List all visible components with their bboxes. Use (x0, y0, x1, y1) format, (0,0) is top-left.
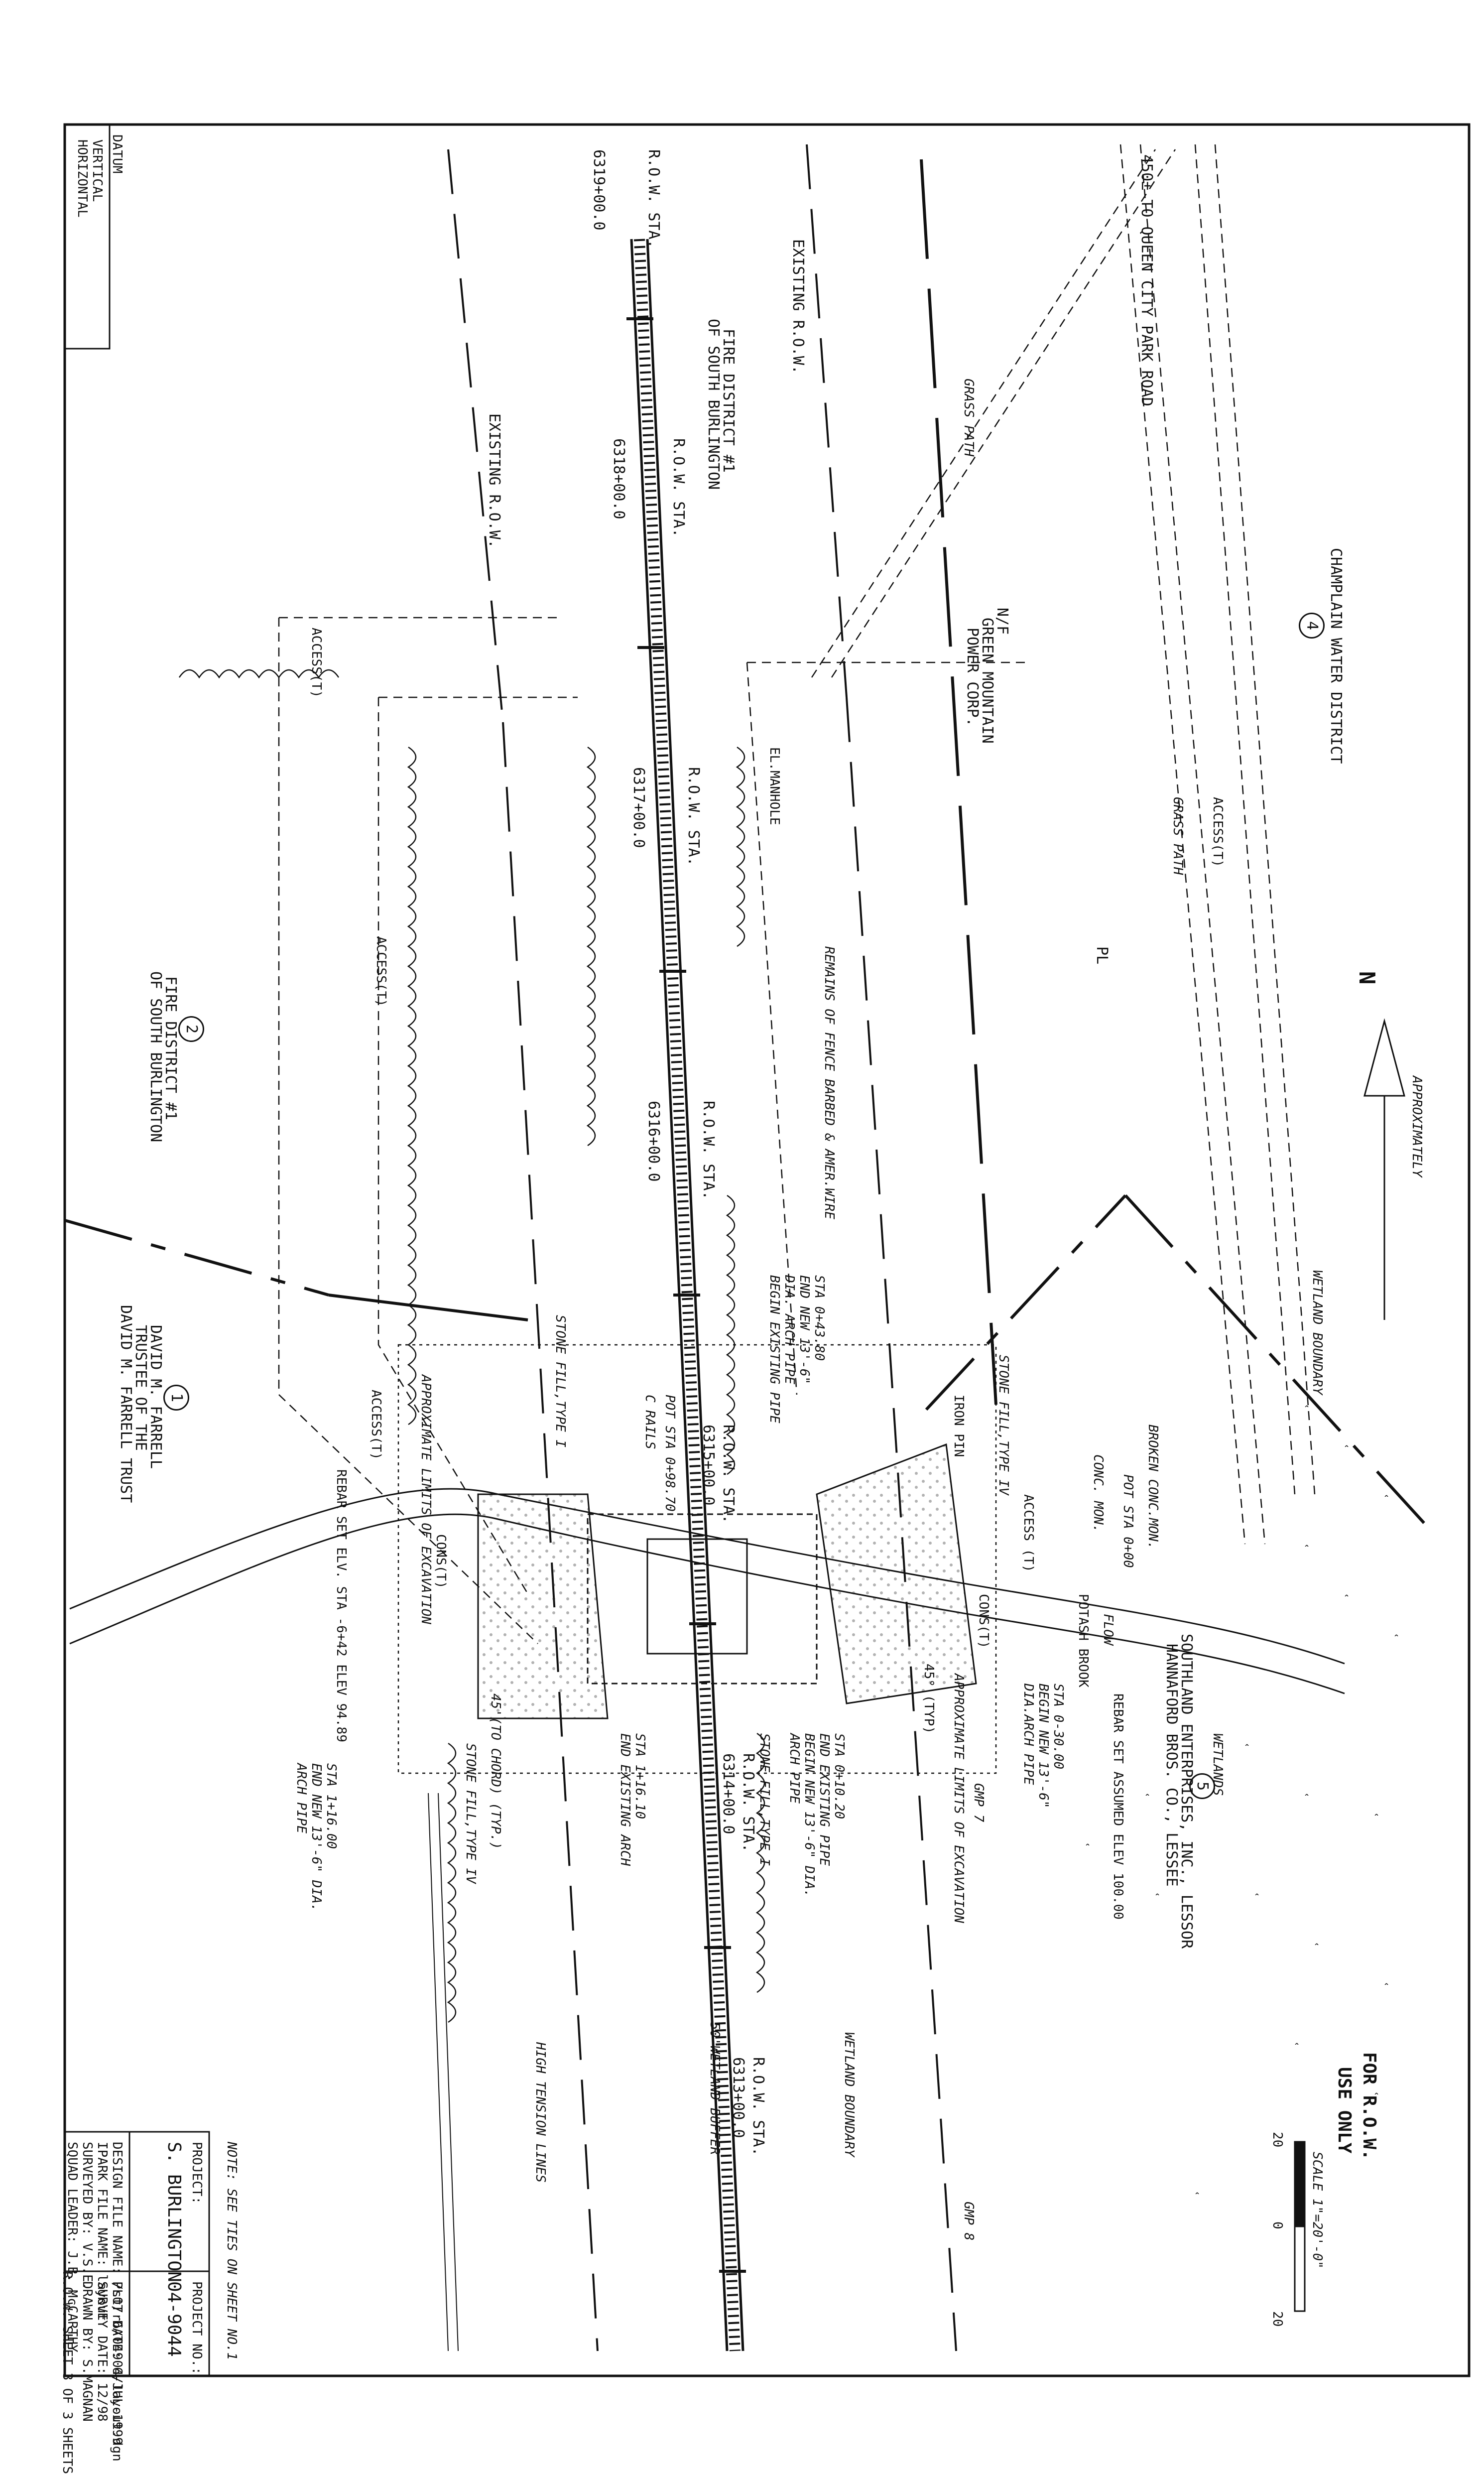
railroad-track (626, 239, 746, 2351)
svg-text:ꞈ: ꞈ (1374, 2081, 1381, 2095)
sheet-border (63, 123, 1471, 2377)
svg-text:ꞈ: ꞈ (1245, 1732, 1252, 1746)
svg-text:ꞈ: ꞈ (1255, 1882, 1262, 1896)
svg-text:ꞈ: ꞈ (1384, 1971, 1391, 1985)
svg-text:ꞈ: ꞈ (1305, 1394, 1312, 1408)
svg-text:ꞈ: ꞈ (1345, 1583, 1352, 1597)
north-arrow (1363, 1018, 1405, 1320)
datum-block (64, 124, 111, 350)
svg-text:ꞈ: ꞈ (1305, 1782, 1312, 1796)
svg-text:ꞈ: ꞈ (1345, 1433, 1352, 1447)
wetland-symbols: ꞈ ꞈ ꞈ ꞈ ꞈ ꞈ ꞈ ꞈ ꞈ ꞈ ꞈ ꞈ ꞈ ꞈ ꞈ ꞈ ꞈ ꞈ (1086, 1394, 1401, 2195)
svg-text:ꞈ: ꞈ (1195, 2181, 1202, 2195)
access-roads (278, 144, 1316, 1644)
svg-text:ꞈ: ꞈ (1155, 1882, 1162, 1896)
svg-text:ꞈ: ꞈ (1086, 1832, 1093, 1846)
title-block (64, 2131, 210, 2377)
scale-bar (1294, 2141, 1306, 2312)
high-tension-lines (428, 1793, 459, 2351)
svg-text:ꞈ: ꞈ (1374, 1802, 1381, 1816)
row-lines (447, 144, 957, 2351)
svg-text:ꞈ: ꞈ (1295, 2031, 1302, 2045)
stone-fill-areas (477, 1443, 977, 1719)
potash-brook (69, 1488, 1345, 1694)
property-lines (64, 159, 1436, 1536)
svg-text:ꞈ: ꞈ (1145, 1782, 1152, 1796)
tree-lines (178, 669, 765, 2023)
svg-text:ꞈ: ꞈ (1394, 1623, 1401, 1637)
svg-text:ꞈ: ꞈ (1384, 1483, 1391, 1497)
svg-text:ꞈ: ꞈ (1315, 1932, 1322, 1946)
excavation-limits (397, 1344, 997, 1774)
survey-plan: ꞈ ꞈ ꞈ ꞈ ꞈ ꞈ ꞈ ꞈ ꞈ ꞈ ꞈ ꞈ ꞈ ꞈ ꞈ ꞈ ꞈ ꞈ (63, 123, 1471, 2377)
svg-text:ꞈ: ꞈ (1305, 1533, 1312, 1547)
